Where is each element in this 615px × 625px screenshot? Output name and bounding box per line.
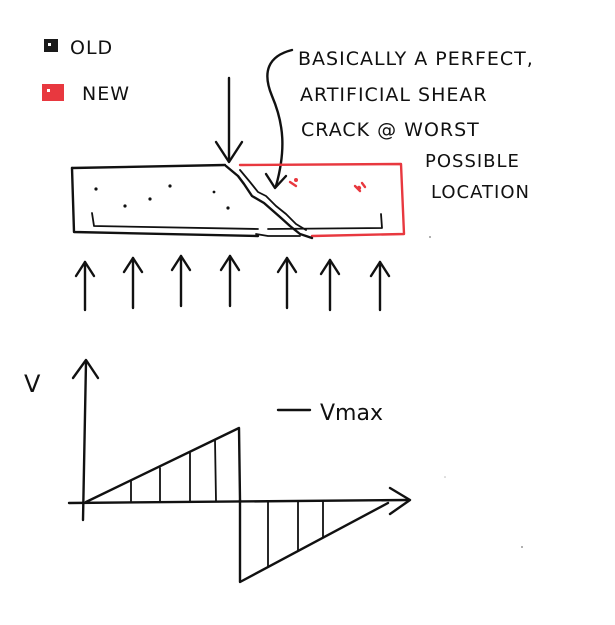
shear-negative-region <box>238 498 390 584</box>
x-axis <box>67 486 412 516</box>
speck <box>444 476 446 478</box>
annotation-line-4: POSSIBLE <box>425 151 520 172</box>
aggregate-dot <box>168 184 172 188</box>
annotation-leader-arrow <box>264 48 294 190</box>
reaction-arrow <box>122 256 144 310</box>
reaction-arrow <box>369 260 391 312</box>
legend-old-label: OLD <box>70 37 113 59</box>
legend-new-swatch <box>42 84 64 101</box>
reaction-arrow <box>319 258 341 312</box>
reaction-arrow <box>74 260 96 312</box>
aggregate-dot <box>148 197 152 201</box>
aggregate-dot-red <box>294 178 298 182</box>
reaction-arrow <box>219 254 241 308</box>
annotation-line-2: ARTIFICIAL SHEAR <box>300 84 488 106</box>
vmax-marker: Vmax <box>276 401 383 426</box>
point-load-arrow <box>214 76 244 164</box>
aggregate-dot <box>212 190 216 194</box>
reaction-arrow <box>170 254 192 308</box>
vmax-label: Vmax <box>320 401 383 426</box>
aggregate-dot-red <box>356 185 362 191</box>
legend-old-swatch-highlight <box>48 43 51 46</box>
shear-force-diagram: V Vmax <box>24 358 412 584</box>
beam-new-section <box>238 162 406 238</box>
annotation: BASICALLY A PERFECT, ARTIFICIAL SHEAR CR… <box>298 48 534 203</box>
reaction-arrows <box>74 254 391 312</box>
shear-positive-region <box>84 426 242 504</box>
legend-new-swatch-highlight <box>47 89 50 92</box>
aggregate-dot <box>123 204 127 208</box>
speck <box>429 236 431 238</box>
annotation-line-3: CRACK @ WORST <box>301 119 480 141</box>
beam-old-section <box>70 163 260 238</box>
legend: OLD NEW <box>42 37 130 105</box>
shear-crack <box>224 164 314 240</box>
aggregate-dot <box>94 187 98 191</box>
reaction-arrow <box>276 256 298 310</box>
legend-new-label: NEW <box>82 83 130 105</box>
annotation-line-1: BASICALLY A PERFECT, <box>298 48 534 70</box>
speck <box>521 546 523 548</box>
annotation-line-5: LOCATION <box>431 182 530 203</box>
aggregate-dot <box>226 206 230 210</box>
v-axis-label: V <box>24 370 41 398</box>
v-axis <box>71 358 100 522</box>
